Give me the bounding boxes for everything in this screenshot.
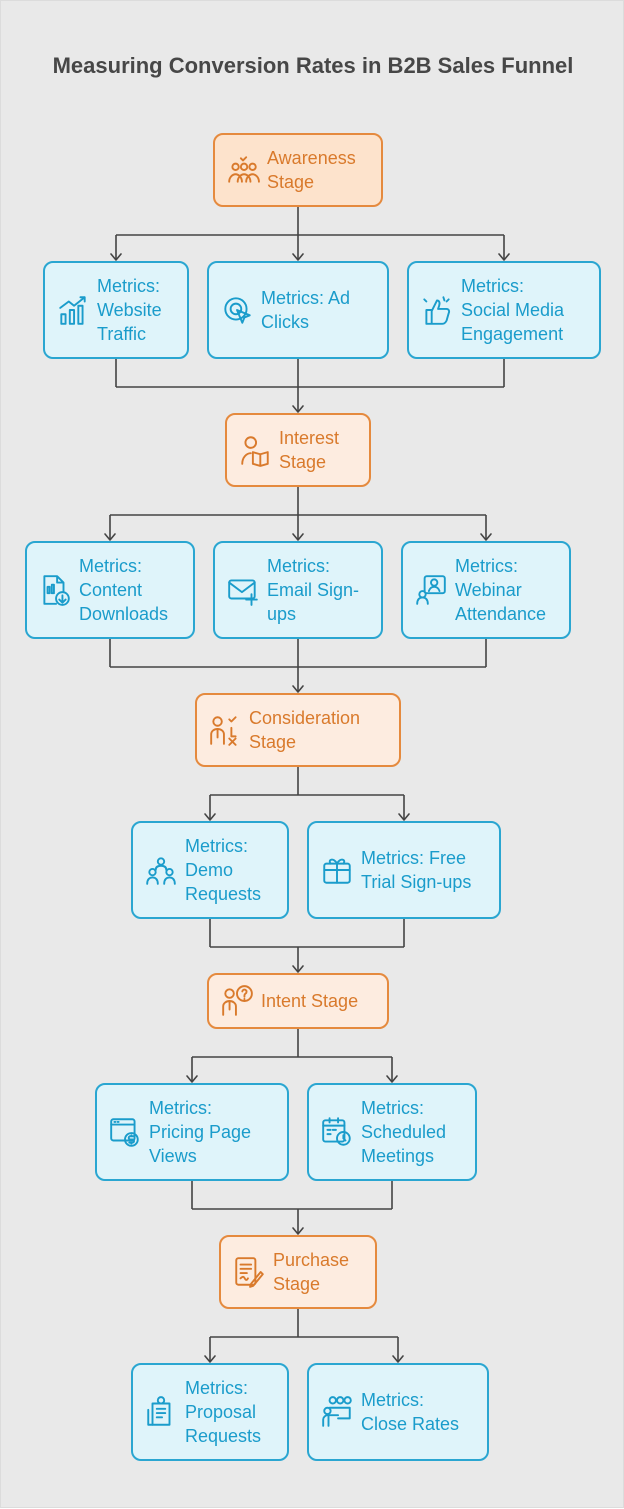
stage-node-4: Intent Stage xyxy=(207,973,389,1029)
calendar-clock-icon xyxy=(319,1114,355,1150)
email-add-icon xyxy=(225,572,261,608)
stage-5-metric-2-arrowhead xyxy=(392,1355,404,1363)
reader-icon xyxy=(237,432,273,468)
stage-2-metric-3-arrowhead xyxy=(480,533,492,541)
thumbs-up-icon-glyph xyxy=(423,296,451,325)
stage-2-metric-1-arrowhead xyxy=(104,533,116,541)
metric-node-5-2-label: Metrics:Close Rates xyxy=(361,1390,460,1434)
stage-3-metric-2-arrowhead xyxy=(398,813,410,821)
email-add-icon-glyph xyxy=(228,579,258,606)
stage-2-metric-2-arrowhead xyxy=(292,533,304,541)
proposal-icon-glyph xyxy=(147,1396,171,1426)
stage-3-in-arrowhead xyxy=(292,685,304,693)
diagram-title: Measuring Conversion Rates in B2B Sales … xyxy=(52,53,574,78)
stage-5-metric-1-arrowhead xyxy=(204,1355,216,1363)
stage-3-metric-1-arrowhead xyxy=(204,813,216,821)
contract-sign-icon xyxy=(231,1254,267,1290)
pricing-page-icon-glyph xyxy=(110,1118,139,1147)
presentation-icon xyxy=(319,1394,355,1430)
document-download-icon-glyph xyxy=(43,575,70,606)
contract-sign-icon-glyph xyxy=(235,1257,264,1288)
stage-2-in-arrowhead xyxy=(292,405,304,413)
reader-icon-glyph xyxy=(241,436,269,467)
metric-node-2-2: Metrics:Email Sign-ups xyxy=(213,541,383,639)
thumbs-up-icon xyxy=(419,292,455,328)
pricing-page-icon xyxy=(107,1114,143,1150)
gift-icon xyxy=(319,852,355,888)
growth-chart-icon-glyph xyxy=(59,296,86,325)
audience-icon xyxy=(225,152,261,188)
stage-4-metric-1-arrowhead xyxy=(186,1075,198,1083)
stage-1-metric-2-arrowhead xyxy=(292,253,304,261)
stage-4-metric-2-arrowhead xyxy=(386,1075,398,1083)
click-cursor-icon xyxy=(219,292,255,328)
gift-icon-glyph xyxy=(323,858,351,884)
document-download-icon xyxy=(37,572,73,608)
presentation-icon-glyph xyxy=(322,1396,352,1427)
audience-icon-glyph xyxy=(228,156,260,183)
proposal-icon xyxy=(143,1394,179,1430)
stage-1-metric-1-arrowhead xyxy=(110,253,122,261)
metric-node-2-2-label: Metrics:Email Sign-ups xyxy=(267,556,360,624)
question-person-icon xyxy=(219,983,255,1019)
click-cursor-icon-glyph xyxy=(224,297,251,324)
stage-5-in-arrowhead xyxy=(292,1227,304,1235)
webinar-icon-glyph xyxy=(416,575,446,605)
growth-chart-icon xyxy=(55,292,91,328)
team-icon-glyph xyxy=(146,857,176,885)
team-icon xyxy=(143,852,179,888)
decision-person-icon-glyph xyxy=(210,716,237,746)
metric-node-5-2: Metrics:Close Rates xyxy=(307,1363,489,1461)
stage-1-metric-3-arrowhead xyxy=(498,253,510,261)
webinar-icon xyxy=(413,572,449,608)
stage-node-4-label: Intent Stage xyxy=(261,991,359,1011)
calendar-clock-icon-glyph xyxy=(322,1117,351,1146)
decision-person-icon xyxy=(207,712,243,748)
stage-4-in-arrowhead xyxy=(292,965,304,973)
question-person-icon-glyph xyxy=(222,985,253,1016)
